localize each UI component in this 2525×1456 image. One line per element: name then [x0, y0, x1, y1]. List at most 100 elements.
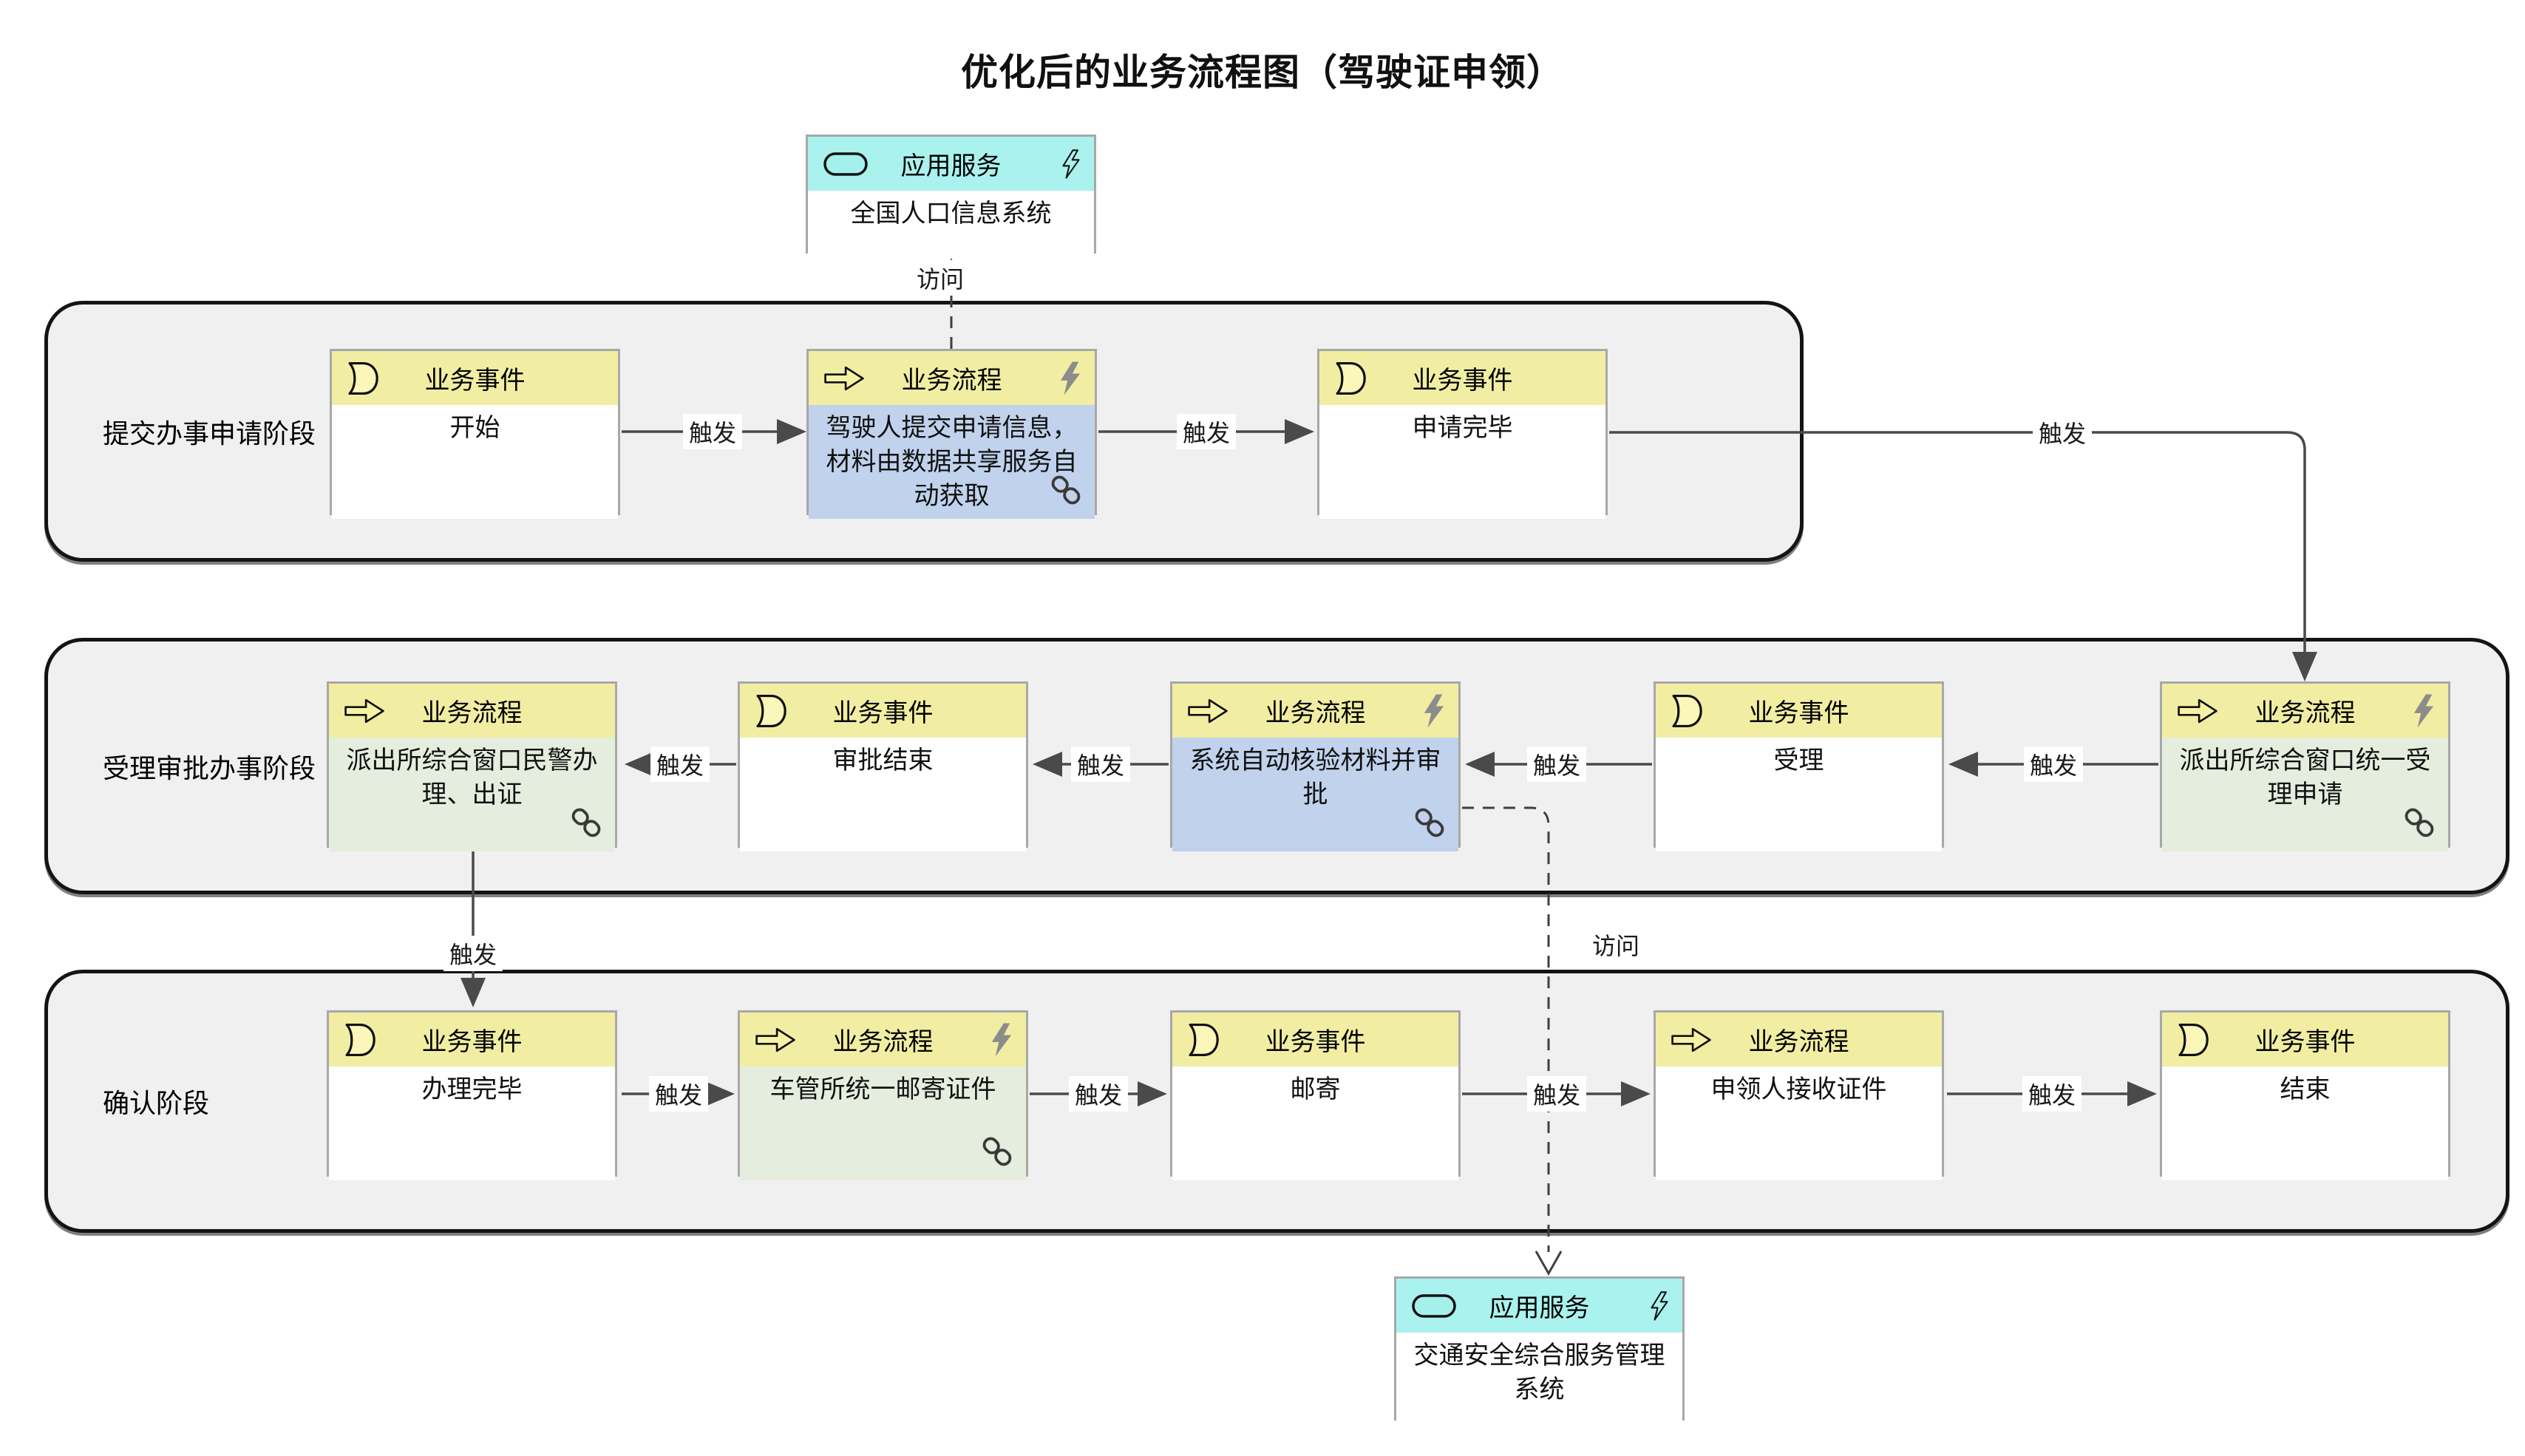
lightning-outline-icon	[1650, 1290, 1669, 1322]
node-header: 业务事件	[740, 684, 1026, 738]
node-name: 审批结束	[740, 738, 1026, 851]
business-event-icon	[1187, 1023, 1220, 1057]
node-name: 办理完毕	[329, 1067, 615, 1180]
edge-label-trigger: 触发	[1070, 746, 1131, 782]
edge-label-trigger: 触发	[1526, 1076, 1587, 1112]
business-event-icon	[347, 361, 379, 395]
node-name: 派出所综合窗口统一受理申请	[2162, 738, 2448, 851]
node-event-submit-done[interactable]: 业务事件 申请完毕	[1317, 349, 1608, 519]
business-process-icon	[1671, 1027, 1712, 1053]
node-process-auto-verify[interactable]: 业务流程 系统自动核验材料并审批	[1170, 681, 1461, 851]
edge-label-trigger: 触发	[2022, 1076, 2082, 1112]
business-process-icon	[755, 1027, 796, 1053]
edge-trigger	[1609, 431, 2317, 681]
node-header: 业务事件	[332, 351, 618, 405]
edge-label-trigger: 触发	[648, 1076, 709, 1112]
edge-label-trigger: 触发	[2032, 415, 2093, 450]
node-name: 邮寄	[1172, 1067, 1458, 1180]
node-name: 开始	[332, 405, 618, 519]
node-event-approve-done[interactable]: 业务事件 审批结束	[738, 681, 1028, 851]
node-header: 业务事件	[329, 1013, 615, 1067]
business-event-icon	[755, 694, 787, 728]
business-process-icon	[2177, 698, 2218, 724]
node-event-done[interactable]: 业务事件 办理完毕	[327, 1010, 617, 1180]
node-event-accept[interactable]: 业务事件 受理	[1654, 681, 1944, 851]
link-icon	[2402, 806, 2436, 840]
node-process-police-issue[interactable]: 业务流程 派出所综合窗口民警办理、出证	[327, 681, 617, 851]
lane-label: 提交办事申请阶段	[103, 418, 316, 449]
node-process-accept-unified[interactable]: 业务流程 派出所综合窗口统一受理申请	[2160, 681, 2450, 851]
edge-label-trigger: 触发	[682, 414, 743, 449]
node-name: 驾驶人提交申请信息，材料由数据共享服务自动获取	[809, 405, 1095, 519]
lightning-icon	[2413, 693, 2435, 729]
lane-label: 确认阶段	[103, 1088, 210, 1118]
node-type-label: 应用服务	[1489, 1294, 1590, 1322]
edge-label-trigger: 触发	[1176, 414, 1237, 449]
business-process-icon	[823, 365, 865, 392]
link-icon	[980, 1134, 1014, 1168]
node-process-mail-cert[interactable]: 业务流程 车管所统一邮寄证件	[738, 1010, 1028, 1180]
node-name: 派出所综合窗口民警办理、出证	[329, 738, 615, 851]
edge-label-trigger: 触发	[1068, 1076, 1129, 1112]
node-header: 业务流程	[2162, 684, 2448, 738]
node-name: 车管所统一邮寄证件	[740, 1067, 1026, 1180]
node-name: 申领人接收证件	[1656, 1067, 1942, 1180]
business-event-icon	[2177, 1023, 2209, 1057]
node-type-label: 业务流程	[421, 699, 523, 727]
edge-access	[1462, 806, 1563, 1276]
node-type-label: 业务事件	[1748, 699, 1849, 727]
node-type-label: 业务流程	[901, 367, 1002, 395]
edge-label-trigger: 触发	[650, 746, 710, 782]
link-icon	[1049, 473, 1083, 507]
lightning-icon	[1423, 693, 1445, 729]
node-type-label: 业务流程	[832, 1028, 934, 1056]
node-header: 业务流程	[1172, 684, 1458, 738]
node-event-start[interactable]: 业务事件 开始	[330, 349, 620, 519]
node-name: 全国人口信息系统	[808, 191, 1094, 257]
node-type-label: 应用服务	[900, 152, 1002, 180]
lightning-icon	[1059, 361, 1081, 396]
lightning-icon	[990, 1022, 1013, 1058]
edge-label-trigger: 触发	[443, 936, 503, 971]
business-event-icon	[1671, 694, 1703, 728]
node-app-service-population[interactable]: 应用服务 全国人口信息系统	[806, 135, 1096, 257]
diagram-title: 优化后的业务流程图（驾驶证申领）	[961, 52, 1564, 93]
node-type-label: 业务事件	[1412, 367, 1513, 395]
node-app-service-traffic[interactable]: 应用服务 交通安全综合服务管理系统	[1394, 1276, 1685, 1424]
link-icon	[1413, 806, 1447, 840]
node-name: 结束	[2162, 1067, 2448, 1180]
node-process-receive[interactable]: 业务流程 申领人接收证件	[1654, 1010, 1944, 1180]
node-name: 申请完毕	[1319, 405, 1605, 519]
business-process-icon	[1187, 698, 1228, 724]
node-header: 应用服务	[808, 137, 1094, 191]
node-name: 受理	[1656, 738, 1942, 851]
node-header: 业务流程	[740, 1013, 1026, 1067]
node-header: 业务事件	[1319, 351, 1605, 405]
application-service-icon	[1411, 1293, 1457, 1319]
node-type-label: 业务流程	[1748, 1028, 1849, 1056]
node-type-label: 业务事件	[2254, 1028, 2356, 1056]
node-type-label: 业务事件	[424, 367, 526, 395]
node-type-label: 业务流程	[1265, 699, 1366, 727]
application-service-icon	[823, 151, 869, 177]
node-event-end[interactable]: 业务事件 结束	[2160, 1010, 2450, 1180]
lightning-outline-icon	[1061, 148, 1081, 180]
node-header: 业务流程	[1656, 1013, 1942, 1067]
node-header: 业务事件	[2162, 1013, 2448, 1067]
node-process-submit[interactable]: 业务流程 驾驶人提交申请信息，材料由数据共享服务自动获取	[806, 349, 1097, 519]
node-event-mail[interactable]: 业务事件 邮寄	[1170, 1010, 1461, 1180]
business-event-icon	[1334, 361, 1367, 395]
edge-label-access: 访问	[1586, 927, 1646, 962]
lane-label: 受理审批办事阶段	[103, 752, 316, 783]
business-event-icon	[344, 1023, 376, 1057]
node-type-label: 业务流程	[2254, 699, 2356, 727]
node-name: 系统自动核验材料并审批	[1172, 738, 1458, 851]
edge-label-trigger: 触发	[2023, 746, 2084, 782]
node-header: 应用服务	[1396, 1279, 1682, 1333]
node-header: 业务流程	[329, 684, 615, 738]
node-header: 业务事件	[1172, 1013, 1458, 1067]
link-icon	[569, 806, 603, 840]
edge-label-access: 访问	[910, 260, 971, 296]
edge-label-trigger: 触发	[1526, 746, 1587, 782]
